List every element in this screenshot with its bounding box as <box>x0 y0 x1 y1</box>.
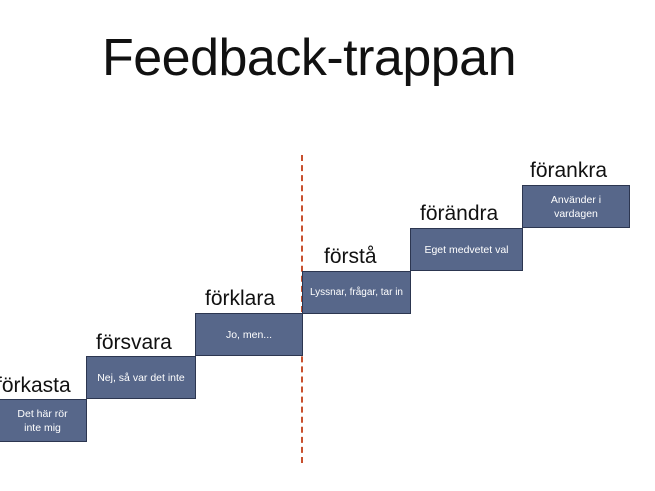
step-box-forsvara: Nej, så var det inte <box>86 356 196 399</box>
slide-title: Feedback-trappan <box>101 29 517 87</box>
step-text-forankra: Använder i vardagen <box>550 193 602 220</box>
step-label-forankra: förankra <box>530 159 608 182</box>
step-box-forandra: Eget medvetet val <box>410 228 523 271</box>
step-text-forsta: Lyssnar, frågar, tar in <box>309 286 403 298</box>
step-label-forklara: förklara <box>205 287 276 310</box>
step-text-forklara: Jo, men... <box>225 328 273 341</box>
step-label-forandra: förändra <box>420 202 499 225</box>
step-label-forkasta: förkasta <box>0 374 71 397</box>
step-label-forsta: förstå <box>324 245 377 268</box>
step-box-forkasta: Det här rör inte mig <box>0 399 87 442</box>
step-text-forkasta: Det här rör inte mig <box>17 407 68 434</box>
step-box-forsta: Lyssnar, frågar, tar in <box>302 271 411 314</box>
step-box-forklara: Jo, men... <box>195 313 303 356</box>
step-label-forsvara: försvara <box>96 331 172 354</box>
step-box-forankra: Använder i vardagen <box>522 185 630 228</box>
step-text-forsvara: Nej, så var det inte <box>97 371 185 384</box>
step-text-forandra: Eget medvetet val <box>424 243 509 256</box>
